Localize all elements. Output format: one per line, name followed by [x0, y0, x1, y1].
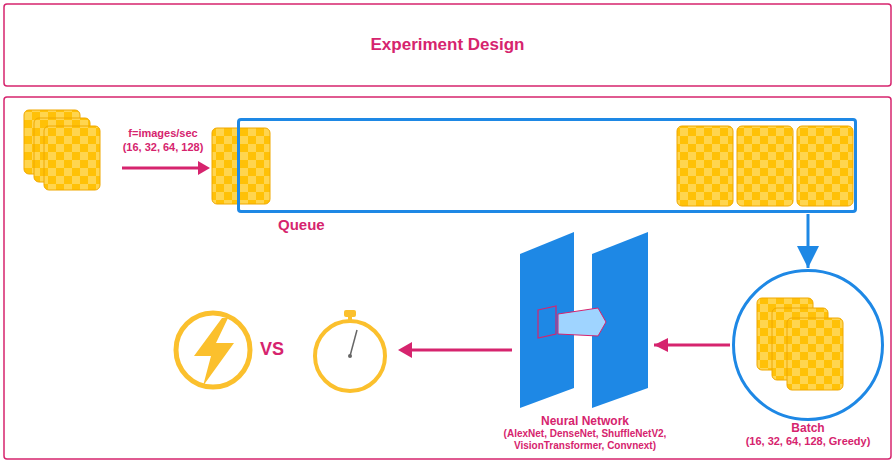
energy-icon	[176, 313, 250, 387]
main-panel	[4, 97, 891, 459]
versus-label: VS	[260, 339, 284, 361]
batch-images	[757, 298, 843, 390]
kernel-projection	[558, 308, 606, 336]
batch-circle: Batch(16, 32, 64, 128, Greedy)	[732, 269, 884, 421]
diagram-title: Experiment Design	[0, 35, 895, 55]
node-heading: Queue	[278, 216, 325, 234]
flow-arrow	[807, 214, 810, 268]
output-arrow	[398, 342, 512, 358]
kernel-outline	[538, 306, 556, 338]
node-detail: (AlexNet, DenseNet, ShuffleNetV2, Vision…	[478, 428, 692, 452]
rate-values: (16, 32, 64, 128)	[123, 141, 204, 154]
stopwatch-icon	[315, 310, 385, 391]
node-heading: Neural Network	[478, 414, 692, 428]
input-arrow	[122, 161, 210, 175]
queue-box: Queue	[237, 118, 857, 213]
node-caption: Queue	[278, 216, 325, 234]
neural-network: Neural Network(AlexNet, DenseNet, Shuffl…	[518, 228, 652, 410]
rate-label: f=images/sec	[128, 127, 197, 140]
node-heading: Batch	[746, 421, 871, 435]
input-image-stack	[24, 110, 100, 190]
node-caption: Batch(16, 32, 64, 128, Greedy)	[746, 421, 871, 449]
node-detail: (16, 32, 64, 128, Greedy)	[746, 435, 871, 448]
network-layers	[518, 228, 652, 410]
queue-images	[212, 126, 853, 206]
flow-arrow	[654, 344, 730, 347]
node-caption: Neural Network(AlexNet, DenseNet, Shuffl…	[478, 414, 692, 452]
